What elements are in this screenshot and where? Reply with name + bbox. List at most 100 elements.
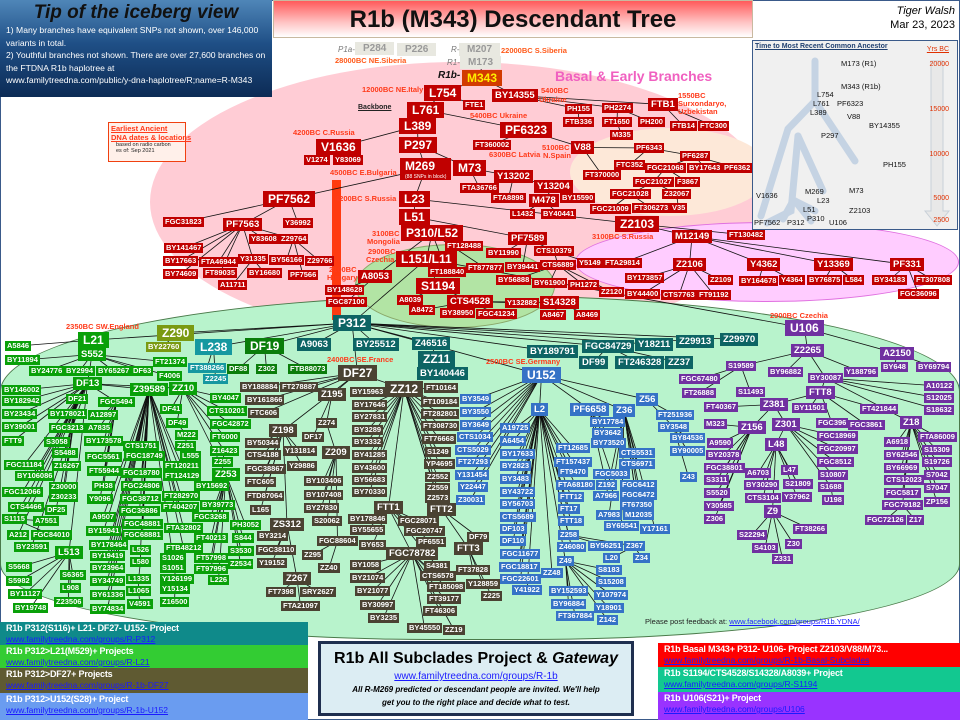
haplogroup-node-u152: FT9470 — [558, 467, 588, 477]
project-title: R1b P312(S116)+ L21- DF27- U152- Project — [6, 623, 179, 633]
haplogroup-node-u152: A7966 — [593, 491, 620, 501]
ancient-date-label: Surxondaryo, — [678, 99, 727, 108]
haplogroup-node-basal: FGC31823 — [163, 217, 204, 227]
haplogroup-node-u106: Y30585 — [704, 501, 734, 511]
project-link[interactable]: www.familytreedna.com/groups/R-1b-Basal-… — [664, 655, 870, 665]
haplogroup-node-df27: BY161866 — [245, 395, 285, 405]
tmrca-node: L51 — [803, 205, 816, 214]
ancient-date-label: 5400BC — [541, 86, 569, 95]
haplogroup-node-basal: FT89035 — [203, 268, 238, 278]
haplogroup-node-basal: A8053 — [358, 270, 392, 283]
haplogroup-node-p312: Y18211 — [635, 338, 674, 351]
haplogroup-node-p312: Z46516 — [412, 337, 451, 350]
haplogroup-node-u106: BY62546 — [884, 450, 920, 460]
project-link[interactable]: www.familytreedna.com/groups/R-1b-DF27 — [6, 680, 169, 690]
haplogroup-node-l21: BY19748 — [13, 603, 49, 613]
haplogroup-node-l21: A12897 — [88, 410, 119, 420]
haplogroup-node-l21: L513 — [55, 546, 83, 559]
haplogroup-node-u152: FT367884 — [556, 611, 595, 621]
project-link[interactable]: www.familytreedna.com/groups/R-1b-U152 — [6, 705, 169, 715]
haplogroup-node-u106: BY20378 — [706, 450, 742, 460]
haplogroup-node-basal: M269(88 SNPs in block) — [400, 158, 452, 180]
haplogroup-node-df27: Z2559 — [425, 483, 451, 493]
haplogroup-node-u152: Z49 — [557, 556, 574, 566]
haplogroup-node-u152: BY73520 — [591, 438, 627, 448]
backbone-bar — [332, 180, 341, 320]
haplogroup-node-l21: FT124129 — [163, 471, 202, 481]
haplogroup-node-u106: BY96882 — [768, 367, 804, 377]
haplogroup-node-df27: FGC38867 — [245, 464, 286, 474]
haplogroup-node-u106: FGC18969 — [817, 431, 858, 441]
haplogroup-node-l21: FT6000 — [210, 432, 240, 442]
haplogroup-node-basal: FGC87100 — [326, 297, 367, 307]
haplogroup-node-u152: Z36 — [613, 404, 636, 417]
haplogroup-node-u152: FT67350 — [620, 500, 655, 510]
haplogroup-node-l21: Z16423 — [210, 446, 240, 456]
haplogroup-node-df27: YP4695 — [424, 459, 455, 469]
haplogroup-node-df27: Y131814 — [283, 446, 318, 456]
haplogroup-node-l21: Z30233 — [49, 492, 79, 502]
haplogroup-node-l21: BY178021 — [48, 409, 88, 419]
haplogroup-node-l21: BY178464 — [89, 540, 129, 550]
tmrca-node: M73 — [849, 186, 864, 195]
haplogroup-node-basal: M335 — [610, 130, 633, 140]
haplogroup-node-l21: FGC3213 — [49, 423, 86, 433]
haplogroup-node-basal: BY17643 — [687, 163, 723, 173]
tree-edge — [539, 409, 574, 463]
haplogroup-node-basal: V1636 — [316, 139, 361, 155]
haplogroup-node-u152: BY3483 — [500, 474, 532, 484]
feedback-link[interactable]: www.facebook.com/groups/R1b.YDNA/ — [729, 617, 860, 626]
haplogroup-node-u152: L20 — [603, 553, 620, 563]
project-link[interactable]: www.familytreedna.com/groups/U106 — [664, 704, 805, 714]
haplogroup-node-basal: A8467 — [540, 310, 567, 320]
project-link[interactable]: www.familytreedna.com/groups/R-S1194 — [664, 679, 818, 689]
haplogroup-node-l21: S5488 — [52, 448, 78, 458]
haplogroup-node-l21: FT55944 — [87, 466, 122, 476]
tree-edge — [411, 553, 425, 629]
haplogroup-node-df27: BY178846 — [348, 514, 388, 524]
haplogroup-node-u152: Z43 — [680, 472, 697, 482]
haplogroup-node-basal: PF7562 — [263, 191, 316, 207]
haplogroup-node-u152: FGC11677 — [500, 549, 541, 559]
haplogroup-node-l21: CTS4466 — [8, 502, 44, 512]
haplogroup-node-df19: DF19 — [245, 338, 285, 354]
haplogroup-node-basal: PF7566 — [288, 270, 319, 280]
haplogroup-node-basal: Z2120 — [599, 287, 625, 297]
haplogroup-node-basal: Y4364 — [779, 275, 805, 285]
tree-edge — [910, 422, 938, 463]
gateway-link[interactable]: www.familytreedna.com/groups/R-1b — [394, 671, 558, 682]
haplogroup-node-u152: FT12685 — [556, 443, 591, 453]
tmrca-node: P297 — [821, 131, 839, 140]
haplogroup-node-l21: DF13 — [73, 377, 103, 390]
haplogroup-node-l21: FGC24806 — [121, 481, 162, 491]
haplogroup-node-u152: FGC18817 — [499, 562, 540, 572]
haplogroup-node-df27: Z267 — [283, 572, 311, 585]
tmrca-node: M173 (R1) — [841, 59, 877, 68]
haplogroup-node-basal: CTS7763 — [661, 290, 697, 300]
tree-edge — [825, 377, 940, 399]
haplogroup-node-u106: BY648 — [881, 362, 908, 372]
haplogroup-node-l21: BY23964 — [90, 563, 126, 573]
haplogroup-node-u106: Z2265 — [791, 344, 824, 357]
project-link[interactable]: www.familytreedna.com/groups/R-P312 — [6, 634, 156, 644]
haplogroup-node-l21: BY65267 — [96, 366, 132, 376]
haplogroup-node-u106: FGC72126 — [865, 515, 906, 525]
haplogroup-node-l21: BY2994 — [64, 366, 96, 376]
haplogroup-node-basal: FT128488 — [445, 241, 484, 251]
tmrca-tick: 5000 — [933, 195, 949, 202]
haplogroup-node-u152: FGC6412 — [620, 480, 657, 490]
haplogroup-node-l21: S6365 — [60, 570, 86, 580]
m269-note: (88 SNPs in block) — [405, 174, 447, 180]
haplogroup-node-l21: BY11127 — [8, 589, 43, 599]
tree-edge — [514, 95, 664, 105]
haplogroup-node-basal: F3867 — [675, 177, 701, 187]
project-link[interactable]: www.familytreedna.com/groups/R-L21 — [6, 657, 150, 667]
haplogroup-node-p312: FT246328 — [615, 356, 665, 369]
haplogroup-node-l21: L555 — [180, 451, 202, 461]
haplogroup-node-df27: BY3235 — [368, 613, 400, 623]
haplogroup-node-p312: Z29913 — [676, 335, 715, 348]
haplogroup-node-l21: BY23434 — [2, 409, 38, 419]
tree-edge — [56, 398, 78, 443]
haplogroup-node-u152: FGC5033 — [593, 469, 630, 479]
haplogroup-node-df27: Y128859 — [466, 579, 501, 589]
